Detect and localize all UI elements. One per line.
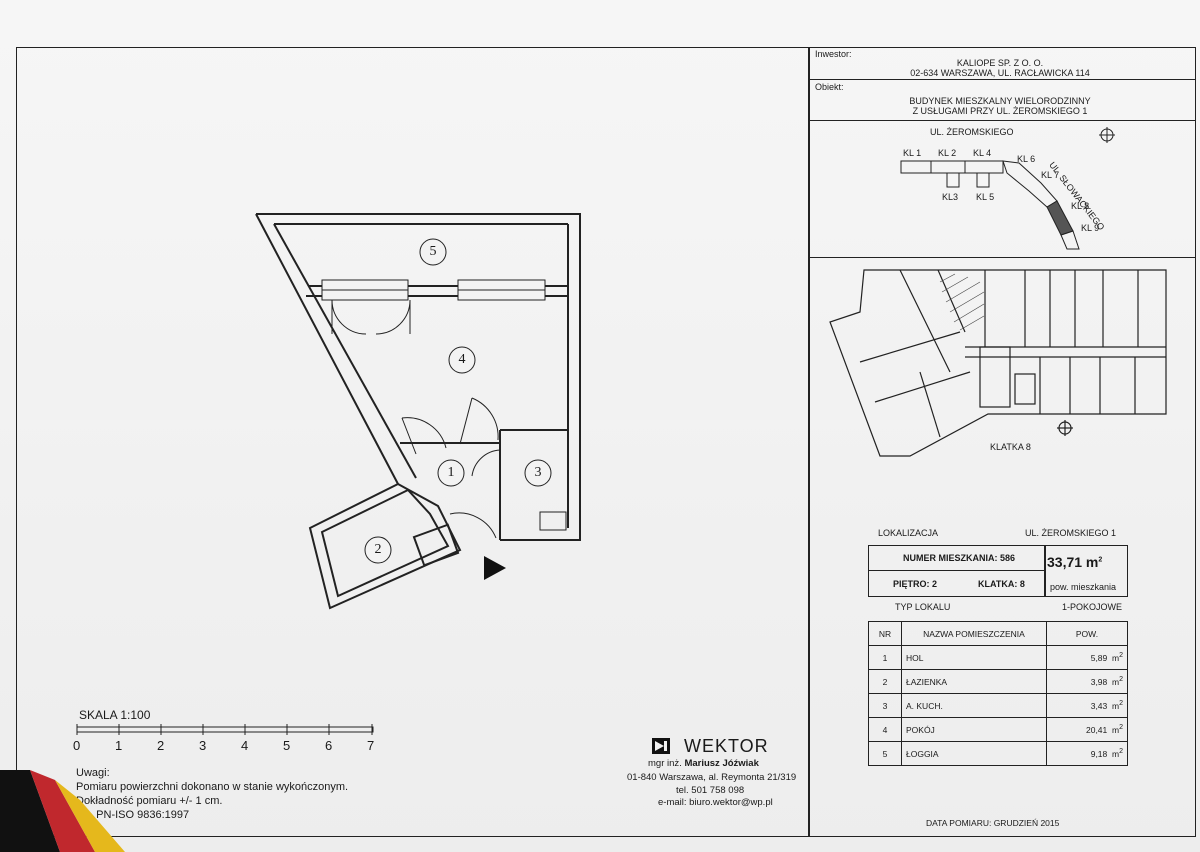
investor-name: KALIOPE SP. Z O. O. (956, 58, 1044, 68)
object-line2: Z USŁUGAMI PRZY UL. ŻEROMSKIEGO 1 (912, 106, 1088, 116)
header-area: POW. (1046, 621, 1128, 646)
kl2-block (930, 160, 966, 174)
kl8-block (1046, 200, 1074, 236)
scale-tick-6: 6 (325, 738, 333, 753)
kl1-block (900, 160, 932, 174)
room-2-marker: 2 (374, 542, 382, 557)
key-kl2: KL 2 (938, 148, 957, 158)
key-kl7: KL 7 (1041, 170, 1060, 180)
room-5-marker: 5 (429, 244, 437, 259)
lokalizacja-value: UL. ŻEROMSKIEGO 1 (1025, 528, 1117, 538)
key-kl8: KL 8 (1071, 201, 1090, 211)
room-3-marker: 3 (534, 465, 542, 480)
company-email: e-mail: biuro.wektor@wp.pl (658, 797, 773, 808)
key-kl9: KL 9 (1081, 223, 1100, 233)
unit-number: NUMER MIESZKANIA: 586 (903, 553, 1016, 563)
bathroom-outline (308, 482, 462, 610)
rooms-table: NR NAZWA POMIESZCZENIA POW. 1 HOL 5,89 m… (868, 621, 1128, 766)
table-row: 3 A. KUCH. 3,43 m2 (868, 693, 1128, 718)
flag-corner-decoration (0, 770, 125, 852)
kl4-block (964, 160, 1004, 174)
scale-tick-5: 5 (283, 738, 291, 753)
key-plan (900, 127, 1115, 250)
investor-label: Inwestor: (815, 49, 852, 59)
unit-area-caption: pow. mieszkania (1050, 582, 1117, 592)
unit-type-label: TYP LOKALU (895, 602, 951, 612)
outer-wall (256, 213, 581, 541)
floor-plan-caption: KLATKA 8 (990, 442, 1031, 452)
scale-bar (76, 724, 374, 735)
object-label: Obiekt: (815, 82, 844, 92)
measurement-date: DATA POMIARU: GRUDZIEŃ 2015 (926, 818, 1060, 828)
drawing-frame (16, 47, 1196, 837)
key-kl5: KL 5 (976, 192, 995, 202)
lokalizacja-label: LOKALIZACJA (878, 528, 939, 538)
table-row: 2 ŁAZIENKA 3,98 m2 (868, 669, 1128, 694)
notes-line2: Dokładność pomiaru +/- 1 cm. (76, 795, 223, 807)
company-address: 01-840 Warszawa, al. Reymonta 21/319 (627, 772, 797, 783)
rooms-table-header: NR NAZWA POMIESZCZENIA POW. (868, 621, 1128, 646)
kl3-block (946, 172, 960, 188)
scale-tick-4: 4 (241, 738, 249, 753)
notes-line3: wg. PN-ISO 9836:1997 (76, 809, 190, 821)
scale-tick-2: 2 (157, 738, 165, 753)
investor-address: 02-634 WARSZAWA, UL. RACŁAWICKA 114 (910, 68, 1090, 78)
object-line1: BUDYNEK MIESZKALNY WIELORODZINNY (909, 96, 1091, 106)
kl9-block (1060, 230, 1080, 250)
kl5-block (976, 172, 990, 188)
key-street-zeromskiego: UL. ŻEROMSKIEGO (930, 127, 1014, 137)
company-phone: tel. 501 758 098 (676, 785, 745, 796)
unit-floor: PIĘTRO: 2 (893, 579, 938, 589)
key-kl6: KL 6 (1017, 154, 1036, 164)
unit-floor-plan (255, 213, 581, 610)
scale-tick-7: 7 (367, 738, 375, 753)
floor-outline (829, 269, 1167, 457)
table-row: 1 HOL 5,89 m2 (868, 645, 1128, 670)
room-4-marker: 4 (458, 352, 466, 367)
entrance-arrow (484, 556, 506, 580)
header-name: NAZWA POMIESZCZENIA (901, 621, 1047, 646)
floor-plan (829, 269, 1167, 457)
company-name: WEKTOR (684, 736, 769, 756)
key-kl3: KL3 (942, 192, 959, 202)
room-1-marker: 1 (447, 465, 455, 480)
key-kl4: KL 4 (973, 148, 992, 158)
unit-summary-box (868, 545, 1128, 597)
key-kl1: KL 1 (903, 148, 922, 158)
notes-line1: Pomiaru powierzchni dokonano w stanie wy… (76, 781, 349, 793)
scale-tick-3: 3 (199, 738, 207, 753)
scale-label: SKALA 1:100 (79, 708, 151, 722)
header-nr: NR (868, 621, 902, 646)
company-person: mgr inż. Mariusz Jóźwiak (648, 758, 759, 769)
unit-type-value: 1-POKOJOWE (1062, 602, 1123, 612)
unit-staircase: KLATKA: 8 (978, 579, 1025, 589)
notes-title: Uwagi: (76, 767, 110, 779)
table-row: 4 POKÓJ 20,41 m2 (868, 717, 1128, 742)
unit-area: 33,71 m2 (1047, 554, 1103, 570)
title-block-divider (808, 47, 810, 837)
table-row: 5 ŁOGGIA 9,18 m2 (868, 741, 1128, 766)
scale-tick-0: 0 (73, 738, 81, 753)
diagonal-wall (255, 213, 399, 485)
scale-tick-1: 1 (115, 738, 123, 753)
wektor-logo-icon (652, 738, 670, 754)
